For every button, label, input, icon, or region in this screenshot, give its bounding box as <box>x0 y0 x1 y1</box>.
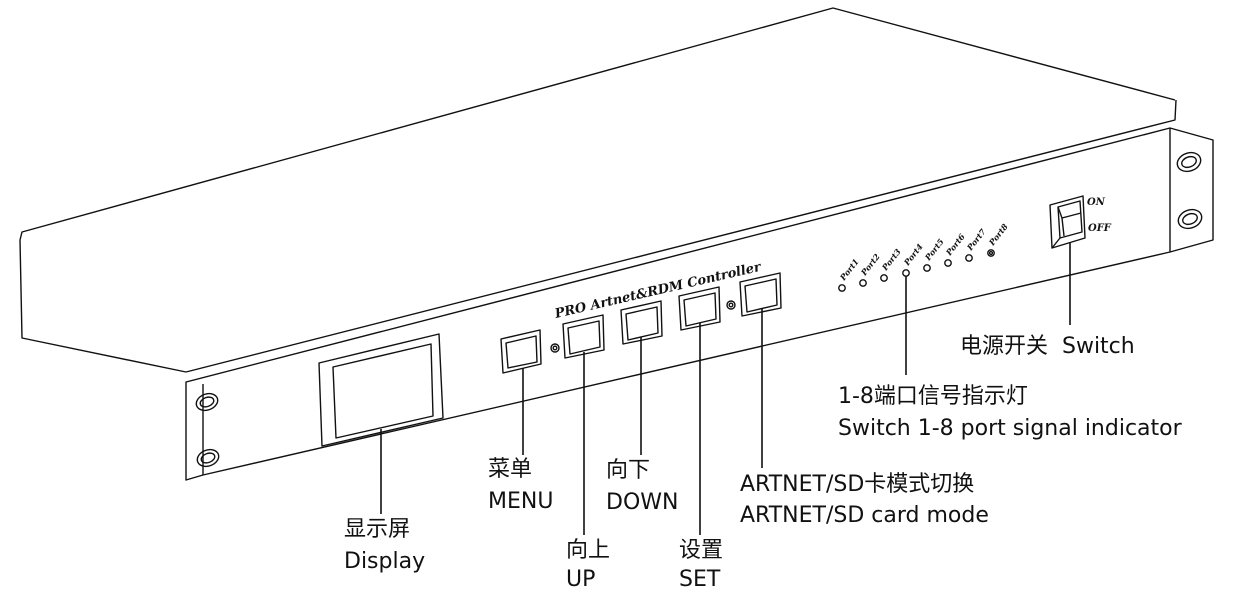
brand-text: PRO Artnet&RDM Controller <box>553 260 764 323</box>
port-label-7: Port7 <box>964 226 988 253</box>
label-menu-cn: 菜单 <box>488 457 533 482</box>
label-set-cn: 设置 <box>679 538 724 563</box>
display-screen <box>318 333 444 447</box>
mount-hole-right-top <box>1176 151 1202 173</box>
port-label-5: Port5 <box>922 236 946 263</box>
mount-hole-left-bottom <box>196 448 220 468</box>
chassis-top <box>19 7 1176 241</box>
label-display-cn: 显示屏 <box>344 517 411 542</box>
port-label-1: Port1 <box>837 257 861 283</box>
port-label-3: Port3 <box>879 246 903 273</box>
port-label-8: Port8 <box>986 221 1010 248</box>
label-display-en: Display <box>344 549 426 574</box>
label-switch: 电源开关 Switch <box>960 334 1135 359</box>
set-button <box>678 286 721 331</box>
power-switch <box>1049 195 1086 249</box>
label-down-en: DOWN <box>606 490 679 515</box>
port-label-6: Port6 <box>943 231 967 258</box>
switch-on-text: ON <box>1087 197 1106 208</box>
label-indicator-cn: 1-8端口信号指示灯 <box>838 384 1028 409</box>
port-label-2: Port2 <box>858 251 882 278</box>
label-up-cn: 向上 <box>566 538 611 563</box>
up-button <box>562 314 605 359</box>
mode-button <box>739 272 782 317</box>
label-menu-en: MENU <box>488 489 554 514</box>
chassis-side <box>19 239 187 373</box>
front-face <box>185 99 1177 373</box>
label-mode-cn: ARTNET/SD卡模式切换 <box>740 472 975 497</box>
down-button <box>620 300 663 345</box>
port-label-4: Port4 <box>901 241 925 268</box>
switch-off-text: OFF <box>1088 223 1112 234</box>
front-panel <box>185 127 1214 481</box>
port-labels: Port1 Port2 Port3 Port4 Port5 Port6 Port… <box>837 221 1010 283</box>
label-indicator-en: Switch 1-8 port signal indicator <box>838 416 1182 441</box>
mount-hole-right-bottom <box>1177 208 1203 230</box>
leader-lines <box>380 243 1071 535</box>
label-down-cn: 向下 <box>606 458 651 483</box>
label-set-en: SET <box>679 567 721 592</box>
mount-hole-left-top <box>195 392 219 412</box>
label-mode-en: ARTNET/SD card mode <box>740 503 989 528</box>
menu-button <box>500 329 542 374</box>
label-up-en: UP <box>566 567 596 592</box>
